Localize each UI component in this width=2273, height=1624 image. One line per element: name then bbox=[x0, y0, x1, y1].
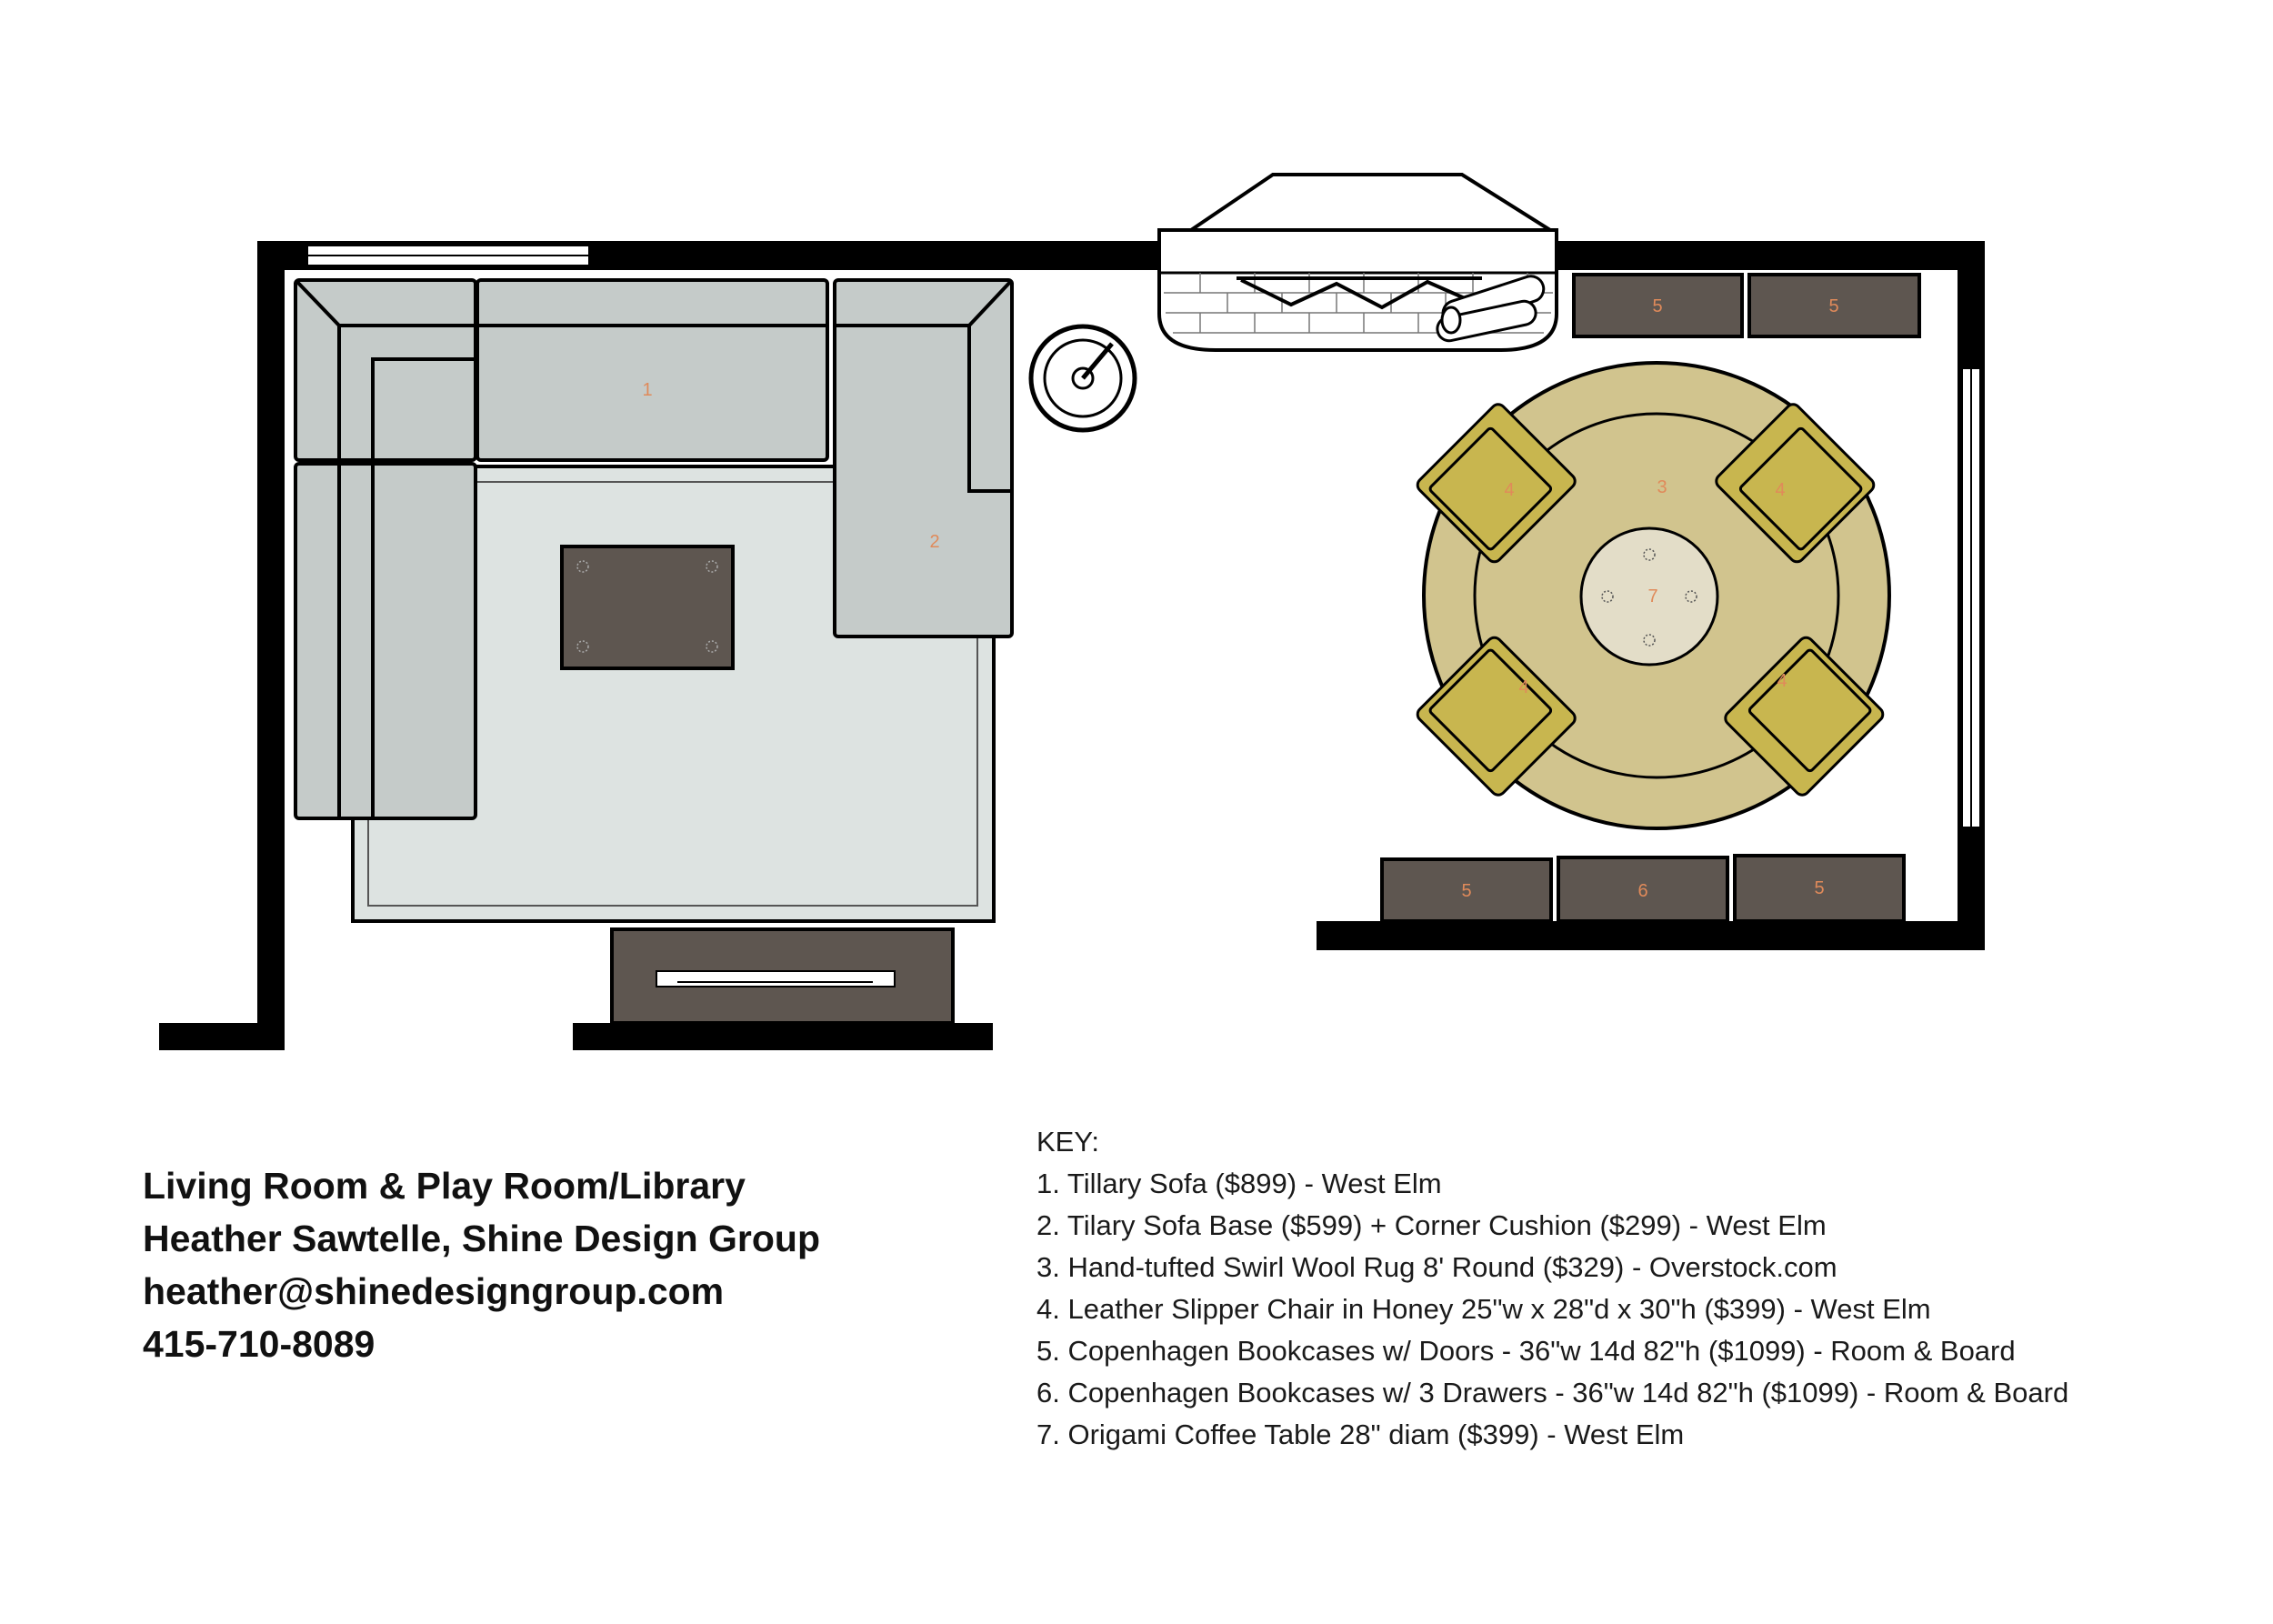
firewood-logs-icon bbox=[1436, 275, 1546, 343]
bookcase-top-2 bbox=[1747, 273, 1921, 338]
marker-4-d: 4 bbox=[1777, 671, 1787, 691]
chair-bottom-left bbox=[1416, 636, 1577, 797]
sofa-left-section bbox=[294, 462, 477, 820]
marker-2: 2 bbox=[929, 532, 939, 552]
ottoman bbox=[560, 545, 735, 670]
marker-5-a: 5 bbox=[1652, 296, 1662, 316]
chair-top-right bbox=[1715, 403, 1876, 564]
marker-4-b: 4 bbox=[1775, 480, 1785, 500]
marker-4-c: 4 bbox=[1518, 677, 1528, 697]
marker-1: 1 bbox=[642, 380, 652, 400]
credits: Living Room & Play Room/Library Heather … bbox=[143, 1159, 820, 1370]
designer-email: heather@shinedesigngroup.com bbox=[143, 1270, 725, 1312]
project-title: Living Room & Play Room/Library bbox=[143, 1165, 746, 1207]
fireplace-hood bbox=[1185, 173, 1557, 232]
designer-name: Heather Sawtelle, Shine Design Group bbox=[143, 1218, 821, 1259]
key-item-6: 6. Copenhagen Bookcases w/ 3 Drawers - 3… bbox=[1036, 1377, 2069, 1408]
key-item-2: 2. Tilary Sofa Base ($599) + Corner Cush… bbox=[1036, 1209, 1827, 1241]
bookcase-top-1 bbox=[1572, 273, 1744, 338]
key-item-1: 1. Tillary Sofa ($899) - West Elm bbox=[1036, 1168, 1442, 1199]
fireplace bbox=[1157, 173, 1558, 352]
coffee-table bbox=[1579, 526, 1719, 667]
wall-bottom-center bbox=[573, 1023, 993, 1050]
furniture-key: KEY: 1. Tillary Sofa ($899) - West Elm 2… bbox=[1036, 1121, 2068, 1456]
chair-bottom-right bbox=[1724, 636, 1885, 797]
sofa-base-corner bbox=[833, 278, 1014, 638]
key-item-7: 7. Origami Coffee Table 28" diam ($399) … bbox=[1036, 1418, 1685, 1450]
bookcase-bottom-2 bbox=[1557, 856, 1729, 923]
ottoman-leg-icons bbox=[576, 560, 718, 653]
side-table-lamp-icon bbox=[1028, 324, 1137, 433]
wall-bottom-left-stub bbox=[159, 1023, 285, 1050]
media-console bbox=[610, 927, 955, 1025]
marker-3: 3 bbox=[1657, 477, 1667, 497]
marker-5-c: 5 bbox=[1461, 881, 1471, 901]
key-item-4: 4. Leather Slipper Chair in Honey 25"w x… bbox=[1036, 1293, 1931, 1325]
chair-top-left bbox=[1416, 403, 1577, 564]
marker-5-b: 5 bbox=[1828, 296, 1838, 316]
sofa bbox=[294, 278, 829, 820]
key-item-5: 5. Copenhagen Bookcases w/ Doors - 36"w … bbox=[1036, 1335, 2016, 1367]
marker-5-d: 5 bbox=[1814, 878, 1824, 898]
bookcase-bottom-1 bbox=[1380, 857, 1553, 923]
wall-top-right bbox=[1548, 241, 1985, 270]
marker-4-a: 4 bbox=[1504, 480, 1514, 500]
key-item-3: 3. Hand-tufted Swirl Wool Rug 8' Round (… bbox=[1036, 1251, 1837, 1283]
sofa-back-section bbox=[476, 278, 829, 462]
marker-7: 7 bbox=[1647, 586, 1657, 606]
bookcases bbox=[1380, 273, 1921, 923]
marker-6: 6 bbox=[1637, 881, 1647, 901]
wall-left bbox=[257, 241, 285, 1050]
designer-phone: 415-710-8089 bbox=[143, 1323, 375, 1365]
key-heading: KEY: bbox=[1036, 1126, 1099, 1158]
fireplace-grate bbox=[1240, 278, 1474, 310]
bookcase-bottom-3 bbox=[1733, 854, 1906, 923]
tv-icon bbox=[656, 970, 896, 987]
wall-bottom-right bbox=[1317, 921, 1985, 950]
coffee-table-leg-icons bbox=[1601, 548, 1697, 647]
